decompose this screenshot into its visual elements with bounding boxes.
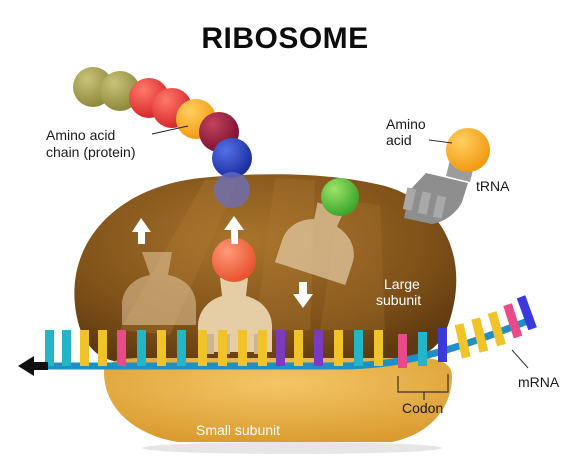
amino-acid-bead <box>214 172 250 208</box>
codon-bracket <box>397 374 449 393</box>
amino-acid-incoming <box>321 178 359 216</box>
direction-arrow-icon <box>18 356 48 376</box>
diagram-title: RIBOSOME <box>201 22 369 55</box>
amino-acid-attached <box>212 238 256 282</box>
amino-acid-chain <box>73 67 252 208</box>
mrna-pointer-line <box>511 349 529 369</box>
arrow-down-icon <box>293 282 313 308</box>
trna-label: tRNA <box>476 178 510 194</box>
large-subunit-label-2: subunit <box>376 292 422 308</box>
small-subunit <box>104 358 452 442</box>
amino-acid-chain-label-1: Amino acid <box>46 127 116 143</box>
free-amino-acid <box>446 128 490 172</box>
trna-a-site <box>274 202 354 286</box>
amino-acid-label-2: acid <box>386 132 412 148</box>
trna-exit-site <box>122 252 196 325</box>
ground-shadow <box>142 442 442 454</box>
amino-acid-bead <box>212 138 252 178</box>
amino-acid-pointer-line <box>428 139 453 144</box>
mrna-strand <box>31 295 537 370</box>
mrna-label: mRNA <box>518 374 560 390</box>
codon-label: Codon <box>402 400 444 416</box>
large-subunit-label-1: Large <box>384 276 420 292</box>
arrow-up-icon <box>224 216 244 244</box>
small-subunit-label: Small subunit <box>196 422 281 438</box>
movement-arrows <box>132 216 313 308</box>
amino-acid-chain-label-2: chain (protein) <box>46 144 136 160</box>
arrow-up-icon <box>132 218 151 244</box>
chain-pointer-line <box>151 125 189 135</box>
amino-acid-label-1: Amino <box>386 116 426 132</box>
